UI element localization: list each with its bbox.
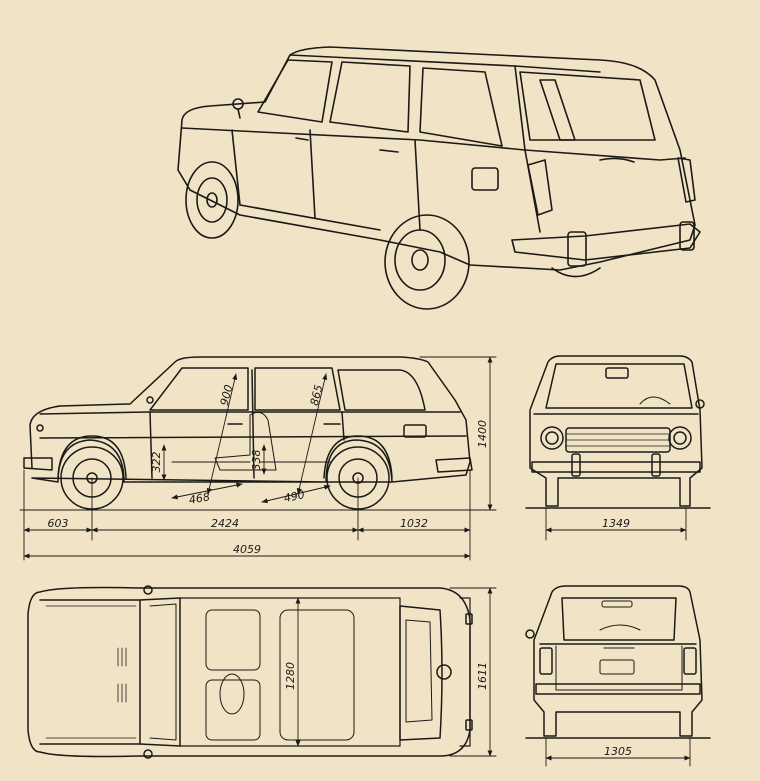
side-view: 603 2424 1032 4059 1400 900 865 468 490 … xyxy=(19,356,497,561)
rear-view: 1305 xyxy=(525,585,711,767)
dim-overall-width: 1611 xyxy=(476,662,489,690)
dim-height: 1400 xyxy=(476,420,489,448)
front-view: 1349 xyxy=(525,355,711,541)
dim-rear-overhang: 1032 xyxy=(400,517,428,530)
dim-rear-track: 1305 xyxy=(604,745,632,758)
dim-front-seat-floor: 322 xyxy=(150,452,163,473)
dim-front-overhang: 603 xyxy=(48,517,69,530)
dim-overall-length: 4059 xyxy=(233,543,261,556)
dim-front-seat-height: 900 xyxy=(218,383,236,407)
dim-rear-seat-floor: 338 xyxy=(250,450,263,471)
dim-wheelbase: 2424 xyxy=(211,517,239,530)
dim-rear-seat-height: 865 xyxy=(308,383,326,407)
dim-front-track: 1349 xyxy=(602,517,630,530)
dim-rear-cushion: 490 xyxy=(283,488,306,505)
top-view: 1611 1280 xyxy=(27,585,497,759)
dim-front-cushion: 468 xyxy=(188,490,211,506)
dim-interior-width: 1280 xyxy=(284,662,297,690)
perspective-view xyxy=(177,46,701,310)
